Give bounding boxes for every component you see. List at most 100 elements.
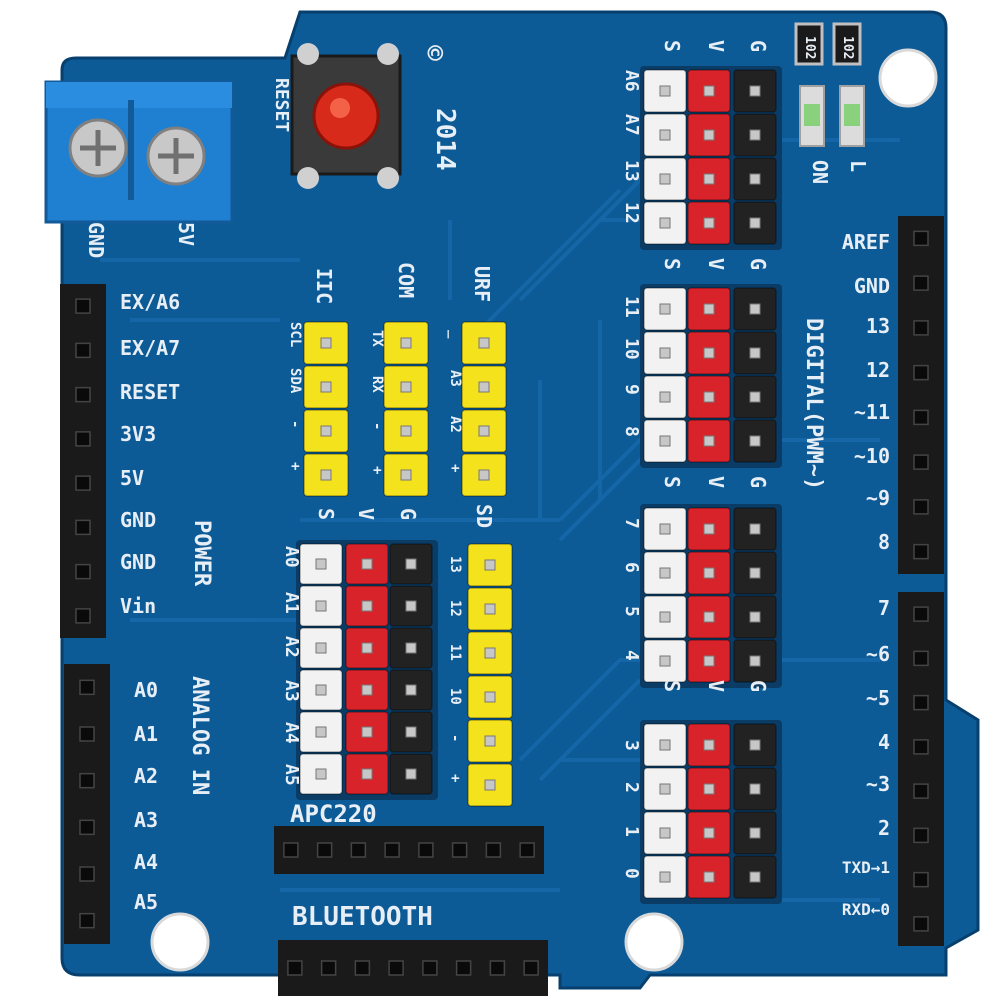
header-socket[interactable]	[913, 827, 929, 844]
sd-pin[interactable]	[467, 763, 513, 807]
header-socket[interactable]	[75, 342, 91, 359]
gnd-pin[interactable]	[733, 507, 777, 551]
header-socket[interactable]	[79, 726, 95, 742]
com-pin[interactable]	[383, 453, 429, 497]
gnd-pin[interactable]	[733, 639, 777, 683]
gnd-pin[interactable]	[733, 811, 777, 855]
com-pin[interactable]	[383, 365, 429, 409]
iic-pin[interactable]	[303, 453, 349, 497]
analog-vcc-pin[interactable]	[345, 711, 389, 753]
header-socket[interactable]	[316, 842, 333, 858]
gnd-pin[interactable]	[733, 595, 777, 639]
header-socket[interactable]	[485, 842, 502, 858]
bluetooth-header[interactable]	[278, 940, 548, 996]
vcc-pin[interactable]	[687, 287, 731, 331]
urf-pin[interactable]	[461, 409, 507, 453]
vcc-pin[interactable]	[687, 113, 731, 157]
header-socket[interactable]	[75, 475, 91, 491]
header-socket[interactable]	[913, 409, 929, 426]
signal-pin[interactable]	[643, 157, 687, 201]
header-socket[interactable]	[913, 739, 929, 755]
header-socket[interactable]	[913, 320, 929, 336]
vcc-pin[interactable]	[687, 811, 731, 855]
sd-pin[interactable]	[467, 719, 513, 763]
header-socket[interactable]	[75, 519, 91, 536]
sd-pin[interactable]	[467, 631, 513, 675]
header-socket[interactable]	[913, 230, 929, 247]
signal-pin[interactable]	[643, 331, 687, 375]
header-socket[interactable]	[523, 960, 539, 976]
header-socket[interactable]	[913, 364, 929, 381]
analog-gnd-pin[interactable]	[389, 585, 433, 627]
vcc-pin[interactable]	[687, 331, 731, 375]
analog-gnd-pin[interactable]	[389, 753, 433, 795]
vcc-pin[interactable]	[687, 201, 731, 245]
signal-pin[interactable]	[643, 723, 687, 767]
iic-pin[interactable]	[303, 365, 349, 409]
gnd-pin[interactable]	[733, 287, 777, 331]
urf-pin[interactable]	[461, 453, 507, 497]
com-pin[interactable]	[383, 321, 429, 365]
gnd-pin[interactable]	[733, 375, 777, 419]
analog-vcc-pin[interactable]	[345, 585, 389, 627]
gvs-pin-blocks[interactable]	[640, 66, 782, 904]
vcc-pin[interactable]	[687, 551, 731, 595]
signal-pin[interactable]	[643, 419, 687, 463]
header-socket[interactable]	[519, 842, 535, 858]
urf-pin[interactable]	[461, 321, 507, 365]
header-socket[interactable]	[418, 842, 434, 858]
sd-pin[interactable]	[467, 543, 513, 587]
signal-pin[interactable]	[643, 375, 687, 419]
header-socket[interactable]	[75, 563, 91, 580]
header-socket[interactable]	[913, 606, 929, 622]
header-socket[interactable]	[451, 842, 468, 858]
analog-gnd-pin[interactable]	[389, 627, 433, 669]
header-socket[interactable]	[422, 960, 438, 976]
sd-pin[interactable]	[467, 675, 513, 719]
analog-signal-pin[interactable]	[299, 585, 343, 627]
iic-pin[interactable]	[303, 321, 349, 365]
analog-signal-pin[interactable]	[299, 627, 343, 669]
gnd-pin[interactable]	[733, 551, 777, 595]
header-socket[interactable]	[455, 960, 472, 976]
apc220-header[interactable]	[274, 826, 544, 874]
header-socket[interactable]	[75, 431, 91, 447]
urf-pin[interactable]	[461, 365, 507, 409]
header-socket[interactable]	[913, 871, 929, 888]
vcc-pin[interactable]	[687, 419, 731, 463]
header-socket[interactable]	[79, 679, 95, 696]
signal-pin[interactable]	[643, 595, 687, 639]
signal-pin[interactable]	[643, 767, 687, 811]
header-socket[interactable]	[354, 960, 371, 976]
signal-pin[interactable]	[643, 811, 687, 855]
header-socket[interactable]	[489, 960, 506, 976]
header-socket[interactable]	[79, 866, 95, 882]
vcc-pin[interactable]	[687, 767, 731, 811]
signal-pin[interactable]	[643, 113, 687, 157]
gnd-pin[interactable]	[733, 331, 777, 375]
reset-button[interactable]	[290, 43, 402, 189]
header-socket[interactable]	[913, 916, 929, 932]
gnd-pin[interactable]	[733, 69, 777, 113]
header-socket[interactable]	[913, 275, 929, 291]
analog-vcc-pin[interactable]	[345, 669, 389, 711]
header-socket[interactable]	[384, 842, 400, 858]
header-socket[interactable]	[913, 543, 929, 560]
vcc-pin[interactable]	[687, 595, 731, 639]
header-socket[interactable]	[283, 842, 299, 858]
module-headers[interactable]	[303, 321, 513, 807]
analog-gvs-block[interactable]	[296, 540, 438, 800]
header-socket[interactable]	[913, 454, 929, 470]
analog-signal-pin[interactable]	[299, 543, 343, 585]
vcc-pin[interactable]	[687, 855, 731, 899]
signal-pin[interactable]	[643, 201, 687, 245]
vcc-pin[interactable]	[687, 375, 731, 419]
gnd-pin[interactable]	[733, 767, 777, 811]
analog-gnd-pin[interactable]	[389, 711, 433, 753]
header-socket[interactable]	[320, 960, 337, 976]
signal-pin[interactable]	[643, 287, 687, 331]
header-socket[interactable]	[913, 783, 929, 799]
gnd-pin[interactable]	[733, 201, 777, 245]
gnd-pin[interactable]	[733, 113, 777, 157]
header-socket[interactable]	[913, 650, 929, 667]
